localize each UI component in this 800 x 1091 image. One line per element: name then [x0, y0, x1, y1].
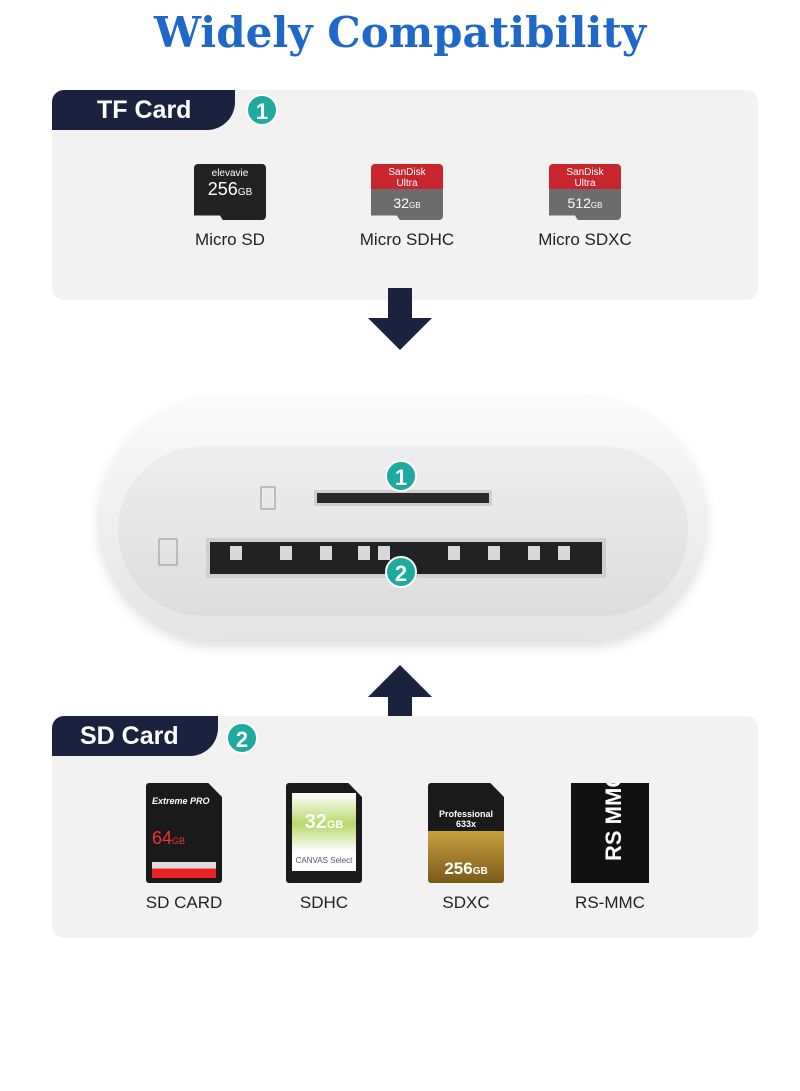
tf-card-tab: TF Card: [52, 90, 235, 130]
sd-card-panel: SD Card 2 Extreme PRO 64GB SD CARD 32GB …: [52, 716, 758, 938]
card-reader-device: 1 2: [100, 398, 705, 640]
sd-symbol-icon: [158, 538, 178, 566]
arrow-down-icon: [368, 288, 432, 350]
card-reader-face: 1 2: [118, 446, 688, 616]
micro-sdxc-item: SanDisk Ultra 512GB Micro SDXC: [530, 164, 640, 250]
sd-card-image: Extreme PRO 64GB: [146, 783, 222, 883]
micro-sdhc-card-image: SanDisk Ultra 32GB: [371, 164, 443, 220]
micro-sd-item: elevavie 256GB Micro SD: [180, 164, 280, 250]
micro-sdxc-label: Micro SDXC: [538, 230, 632, 249]
sdhc-item: 32GB CANVAS Select SDHC: [274, 783, 374, 913]
sdxc-item: Professional 633x 256GB SDXC: [416, 783, 516, 913]
slot2-badge: 2: [385, 556, 417, 588]
sd-card-item: Extreme PRO 64GB SD CARD: [134, 783, 234, 913]
slot1-badge: 1: [385, 460, 417, 492]
sd-badge: 2: [226, 722, 258, 754]
microsd-slot: [314, 490, 492, 506]
sdhc-card-image: 32GB CANVAS Select: [286, 783, 362, 883]
sd-card-stripe: [152, 862, 216, 878]
sd-card-label: SD CARD: [145, 893, 223, 912]
sd-card-tab: SD Card: [52, 716, 218, 756]
micro-sdhc-label: Micro SDHC: [359, 230, 455, 249]
arrow-up-icon: [368, 665, 432, 728]
rs-mmc-item: RS MMC RS-MMC: [560, 783, 660, 913]
tf-badge: 1: [246, 94, 278, 126]
tf-card-panel: TF Card 1 elevavie 256GB Micro SD SanDis…: [52, 90, 758, 300]
rs-mmc-label: RS-MMC: [575, 893, 645, 912]
sdxc-card-image: Professional 633x 256GB: [428, 783, 504, 883]
micro-sdxc-card-image: SanDisk Ultra 512GB: [549, 164, 621, 220]
microsd-symbol-icon: [260, 486, 276, 510]
sdxc-label: SDXC: [442, 893, 490, 912]
rs-mmc-card-image: RS MMC: [571, 783, 649, 883]
micro-sdhc-item: SanDisk Ultra 32GB Micro SDHC: [352, 164, 462, 250]
micro-sd-card-image: elevavie 256GB: [194, 164, 266, 220]
sdhc-label: SDHC: [299, 893, 349, 912]
page-title: Widely Compatibility: [153, 8, 647, 57]
micro-sd-label: Micro SD: [195, 230, 265, 249]
